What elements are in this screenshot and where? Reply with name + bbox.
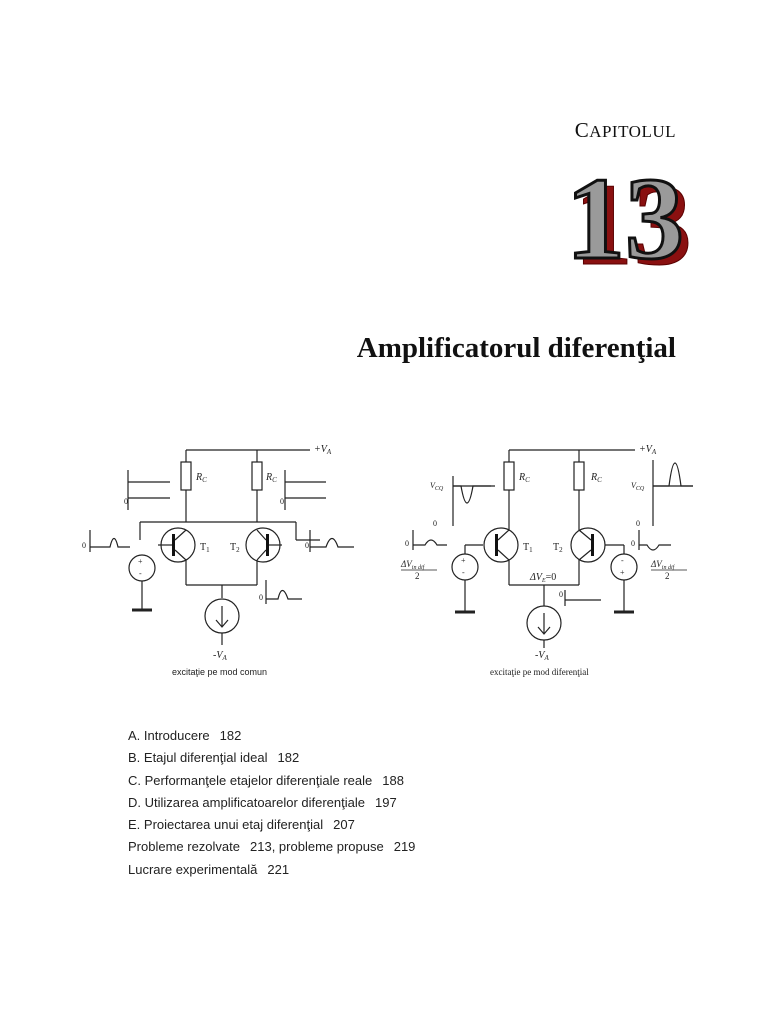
chapter-label: CAPITOLUL [575,118,676,143]
supply-pos-label: +VA [314,444,332,456]
plus-sign: + [138,557,143,566]
plus-sign: + [620,568,625,577]
toc-item[interactable]: B. Etajul diferenţial ideal 182 [128,747,415,769]
toc-item-page: 221 [267,861,290,877]
toc-item-page: 182 [277,750,300,766]
toc-item-label: C. Performanţele etajelor diferenţiale r… [128,772,373,788]
toc-item[interactable]: D. Utilizarea amplificatoarelor diferenţ… [128,792,415,814]
figure-common-mode: +VA -VA RC RC T1 T2 0 0 0 0 0 + - excita… [82,444,354,677]
minus-sign: - [621,556,624,565]
toc-item[interactable]: E. Proiectarea unui etaj diferenţial 207 [128,814,415,836]
dve-label: ΔVE=0 [529,572,556,584]
t1-transistor [483,527,519,563]
toc-item[interactable]: C. Performanţele etajelor diferenţiale r… [128,770,415,792]
chapter-title: Amplificatorul diferenţial [356,332,676,364]
half-label: 2 [665,571,670,581]
dv-in-right-label: ΔVin dif [650,559,676,571]
toc-item-page: 197 [375,794,397,810]
chapter-label-initial: C [574,118,590,142]
figure-caption-right: excitaţie pe mod diferenţial [490,667,589,677]
rc1-resistor [180,461,192,491]
toc-item-extra-label: , probleme propuse [271,839,384,855]
rc2-resistor [251,461,263,491]
zero-label: 0 [124,497,128,506]
figure-caption-left: excitaţie pe mod comun [172,667,267,677]
toc-item-page: 207 [333,817,355,833]
rc1-label: RC [518,472,530,484]
chapter-number-text: 13 [566,153,684,280]
toc-item-label: D. Utilizarea amplificatoarelor diferenţ… [128,794,365,810]
t1-label: T1 [200,542,210,554]
toc-item[interactable]: Lucrare experimentală 221 [128,859,415,881]
supply-neg-label: -VA [535,650,549,662]
toc-item-label: B. Etajul diferenţial ideal [128,750,268,766]
rc2-label: RC [265,472,277,484]
zero-label: 0 [305,541,309,550]
supply-pos-label: +VA [639,444,657,456]
toc-item-extra-page: 219 [393,839,416,855]
zero-label: 0 [631,539,635,548]
toc-item-label: Probleme rezolvate [128,839,240,855]
half-label: 2 [415,571,420,581]
toc-item-label: E. Proiectarea unui etaj diferenţial [128,817,324,833]
zero-label: 0 [405,539,409,548]
toc-item-label: A. Introducere [128,728,210,743]
minus-sign: - [139,569,142,578]
vcq-label: VCQ [631,481,645,492]
toc-item[interactable]: A. Introducere 182 [128,725,415,747]
zero-label: 0 [433,519,437,528]
minus-sign: - [462,568,465,577]
vcq-label: VCQ [430,481,444,492]
toc-item[interactable]: Probleme rezolvate 213, probleme propuse 2… [128,836,415,858]
toc-item-label: Lucrare experimentală [128,861,258,877]
chapter-label-rest: APITOLUL [589,122,676,141]
toc-item-page: 182 [219,728,242,743]
rc1-label: RC [195,472,207,484]
zero-label: 0 [280,497,284,506]
chapter-number: 13 13 [565,152,693,281]
toc-item-page: 213 [250,839,272,855]
rc2-label: RC [590,472,602,484]
rc2-resistor [573,461,585,491]
t2-label: T2 [230,542,240,554]
zero-label: 0 [559,590,563,599]
plus-sign: + [461,556,466,565]
zero-label: 0 [636,519,640,528]
figure-differential-mode: +VA -VA RC RC T1 T2 VCQ VCQ 0 0 0 0 0 ΔV… [400,444,693,677]
supply-neg-label: -VA [213,650,227,662]
t2-transistor [570,527,606,563]
dv-in-left-label: ΔVin dif [400,559,426,571]
zero-label: 0 [82,541,86,550]
t1-label: T1 [523,542,533,554]
zero-label: 0 [259,593,263,602]
rc1-resistor [503,461,515,491]
chapter-number-shadow: 13 [574,159,692,280]
toc-item-page: 188 [382,772,404,788]
table-of-contents: A. Introducere 182 B. Etajul diferenţial … [128,725,415,881]
t2-label: T2 [553,542,563,554]
